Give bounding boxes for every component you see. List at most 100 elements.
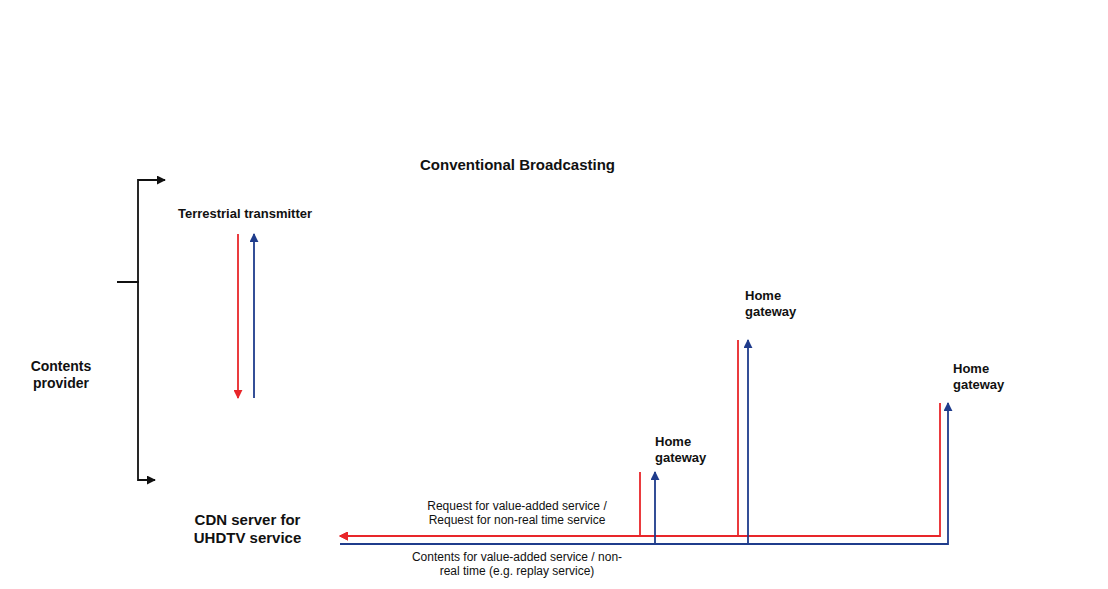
sector-line — [494, 376, 630, 394]
module-panel — [187, 62, 201, 74]
phone-screen — [825, 238, 838, 260]
tower-leg — [364, 48, 382, 200]
window — [66, 267, 74, 273]
module-panel — [273, 64, 293, 72]
tower-brace — [341, 52, 380, 185]
window — [78, 267, 86, 273]
window — [55, 267, 63, 273]
connector — [340, 472, 640, 536]
rack-vent — [249, 34, 299, 46]
tower-lattice — [624, 366, 635, 388]
gateway-base — [616, 418, 664, 434]
node-label: Contents provider — [11, 358, 111, 392]
connector — [340, 340, 738, 536]
building-wing — [19, 282, 43, 342]
gateway-base — [921, 345, 969, 361]
module-panel — [187, 100, 201, 112]
node-label: Conventional Broadcasting — [420, 156, 680, 174]
home-cell-outline — [566, 205, 904, 339]
server-card — [204, 412, 210, 474]
module-panel — [207, 138, 227, 146]
window — [43, 288, 51, 294]
building-tower — [39, 230, 89, 342]
server-card — [213, 412, 219, 474]
tv-screen — [726, 400, 748, 419]
tower-lattice — [712, 231, 728, 269]
rack-vent — [183, 34, 233, 46]
tv-icon — [605, 274, 639, 316]
module-panel — [207, 102, 227, 110]
server-card — [222, 412, 228, 474]
tower-mast — [334, 36, 386, 200]
broadcast-area — [452, 198, 1104, 482]
window — [55, 298, 63, 304]
cdn-cloud: CDN server for UHDTV service — [155, 398, 340, 563]
home-cell: Home gateway — [565, 204, 905, 340]
connector — [117, 282, 155, 480]
radio-waves — [322, 2, 400, 36]
transmitter-rack-shape — [165, 22, 325, 234]
window — [55, 278, 63, 284]
window — [43, 309, 51, 315]
home-cell: Home gateway — [793, 269, 1103, 403]
dish-feed — [64, 194, 75, 207]
module-panel — [253, 100, 267, 112]
cone-line — [364, 45, 1080, 285]
window — [43, 278, 51, 284]
module-panel — [253, 62, 267, 74]
tv-screen — [837, 359, 859, 378]
rack-module — [249, 56, 299, 86]
gateway-icon — [921, 327, 969, 361]
wireless-bolt — [745, 243, 815, 264]
tower-base — [334, 199, 386, 201]
module-panel — [207, 64, 227, 72]
gateway-top — [699, 290, 747, 306]
router-side — [291, 484, 339, 504]
gateway-top — [616, 414, 664, 430]
home-cell-shape — [565, 204, 905, 340]
server-card — [276, 412, 282, 474]
gateway-icon — [616, 400, 664, 434]
server-card — [249, 412, 255, 474]
server-card — [258, 412, 264, 474]
node-label: Home gateway — [745, 288, 807, 319]
window — [55, 319, 63, 325]
window — [43, 257, 51, 263]
wireless-bolt — [556, 394, 602, 414]
window — [55, 288, 63, 294]
phone-body — [532, 406, 549, 438]
window — [43, 298, 51, 304]
tv-body — [722, 396, 756, 424]
window — [66, 309, 74, 315]
window — [55, 236, 63, 242]
module-panel — [273, 102, 293, 110]
node-label: Home gateway — [953, 361, 1015, 392]
tower-tip — [359, 36, 361, 48]
connector — [340, 403, 940, 536]
cell-tower — [610, 347, 650, 396]
home-cell: Home gateway — [490, 336, 810, 472]
connector — [340, 340, 748, 544]
gateway-base — [699, 294, 747, 310]
tower-wave — [617, 347, 643, 360]
window — [55, 257, 63, 263]
node-label: Terrestrial transmitter — [165, 206, 325, 222]
window — [78, 257, 86, 263]
phone-icon — [532, 406, 549, 438]
rack — [177, 28, 239, 200]
cell-tower — [700, 220, 740, 269]
gateway-top — [921, 341, 969, 357]
rack-bottom — [183, 168, 233, 194]
wave — [368, 6, 378, 30]
window — [66, 330, 74, 336]
connector — [340, 403, 948, 544]
tower-lattice — [930, 291, 946, 329]
wireless-bolt — [873, 329, 911, 353]
tower-lattice — [714, 239, 725, 261]
wave — [374, 18, 400, 36]
window — [66, 278, 74, 284]
provider-ground — [8, 208, 112, 355]
connector — [340, 472, 655, 544]
tower-lattice — [622, 358, 638, 396]
